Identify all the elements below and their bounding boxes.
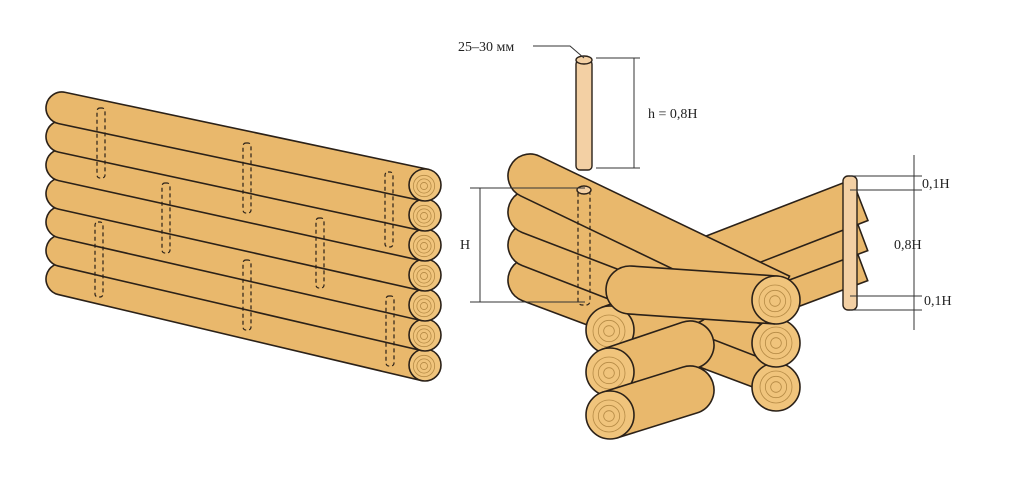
growth-ring xyxy=(412,354,436,378)
log-end xyxy=(585,390,635,440)
growth-ring xyxy=(597,361,621,385)
growth-ring xyxy=(412,234,436,258)
log-end xyxy=(408,228,442,262)
growth-ring xyxy=(420,242,428,250)
cut-dowel xyxy=(842,175,858,311)
growth-ring xyxy=(412,174,436,198)
log-end xyxy=(408,168,442,202)
growth-ring xyxy=(603,325,615,337)
log-end xyxy=(751,318,801,368)
log-end xyxy=(408,318,442,352)
hidden-dowel-hole xyxy=(384,171,394,248)
growth-ring xyxy=(416,268,432,284)
log-end xyxy=(408,258,442,292)
growth-ring xyxy=(416,178,432,194)
log xyxy=(605,265,779,325)
growth-ring xyxy=(603,367,615,379)
growth-ring xyxy=(420,302,428,310)
growth-ring xyxy=(412,294,436,318)
dowel xyxy=(575,55,593,171)
left-log-wall xyxy=(45,91,442,382)
growth-ring xyxy=(597,319,621,343)
bottom-gap-label: 0,1H xyxy=(924,294,952,309)
growth-ring xyxy=(416,358,432,374)
growth-ring xyxy=(592,356,626,390)
log-height-label: H xyxy=(460,238,470,253)
dowel-hole-top xyxy=(576,185,592,195)
hidden-dowel-hole xyxy=(94,221,104,298)
middle-label: 0,8H xyxy=(894,238,922,253)
hidden-dowel-hole xyxy=(96,107,106,179)
growth-ring xyxy=(416,238,432,254)
growth-ring xyxy=(764,375,788,399)
dowel-length-label: h = 0,8H xyxy=(648,107,698,122)
growth-ring xyxy=(412,264,436,288)
growth-ring xyxy=(770,381,782,393)
log-end xyxy=(408,288,442,322)
dowel-diameter-label: 25–30 мм xyxy=(458,40,514,55)
top-gap-label: 0,1H xyxy=(922,177,950,192)
growth-ring xyxy=(420,362,428,370)
growth-ring xyxy=(420,182,428,190)
growth-ring xyxy=(597,404,621,428)
growth-ring xyxy=(416,328,432,344)
growth-ring xyxy=(416,298,432,314)
growth-ring xyxy=(759,326,793,360)
growth-ring xyxy=(416,208,432,224)
log-end xyxy=(408,198,442,232)
growth-ring xyxy=(763,289,787,313)
dimension-lines xyxy=(470,45,922,330)
growth-ring xyxy=(412,324,436,348)
growth-ring xyxy=(759,370,793,404)
hidden-dowel-hole xyxy=(161,182,171,254)
growth-ring xyxy=(592,399,626,433)
log-end xyxy=(751,362,801,412)
hidden-dowel-hole xyxy=(385,295,395,367)
growth-ring xyxy=(412,204,436,228)
log-end xyxy=(408,348,442,382)
hidden-dowel-hole xyxy=(242,259,252,331)
hidden-dowel-hole xyxy=(242,142,252,214)
growth-ring xyxy=(769,295,781,307)
growth-ring xyxy=(764,331,788,355)
growth-ring xyxy=(420,212,428,220)
log-end xyxy=(751,275,801,325)
growth-ring xyxy=(603,410,615,422)
hidden-dowel-hole xyxy=(315,217,325,289)
growth-ring xyxy=(420,332,428,340)
growth-ring xyxy=(770,337,782,349)
right-log-corner xyxy=(507,153,869,440)
growth-ring xyxy=(420,272,428,280)
log xyxy=(45,91,430,202)
growth-ring xyxy=(758,284,792,318)
